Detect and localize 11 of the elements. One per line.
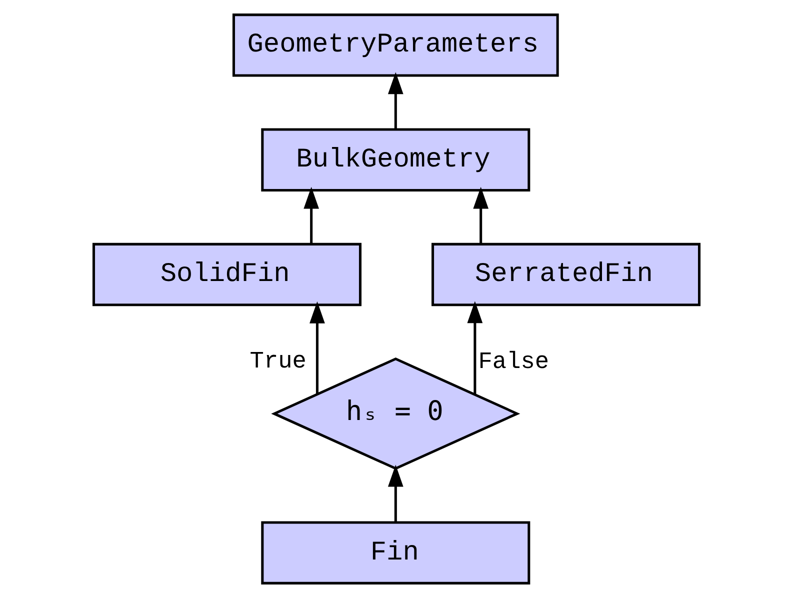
arrow [387, 72, 403, 130]
node-box: SerratedFin [431, 242, 700, 306]
node-box: Fin [260, 521, 530, 584]
node-box: GeometryParameters [232, 14, 558, 77]
node-box: SolidFin [92, 242, 361, 306]
node-box: BulkGeometry [260, 128, 530, 192]
arrow [466, 301, 482, 394]
arrow [309, 301, 324, 394]
arrow [472, 186, 488, 244]
arrow [303, 186, 319, 244]
arrow [387, 464, 403, 522]
